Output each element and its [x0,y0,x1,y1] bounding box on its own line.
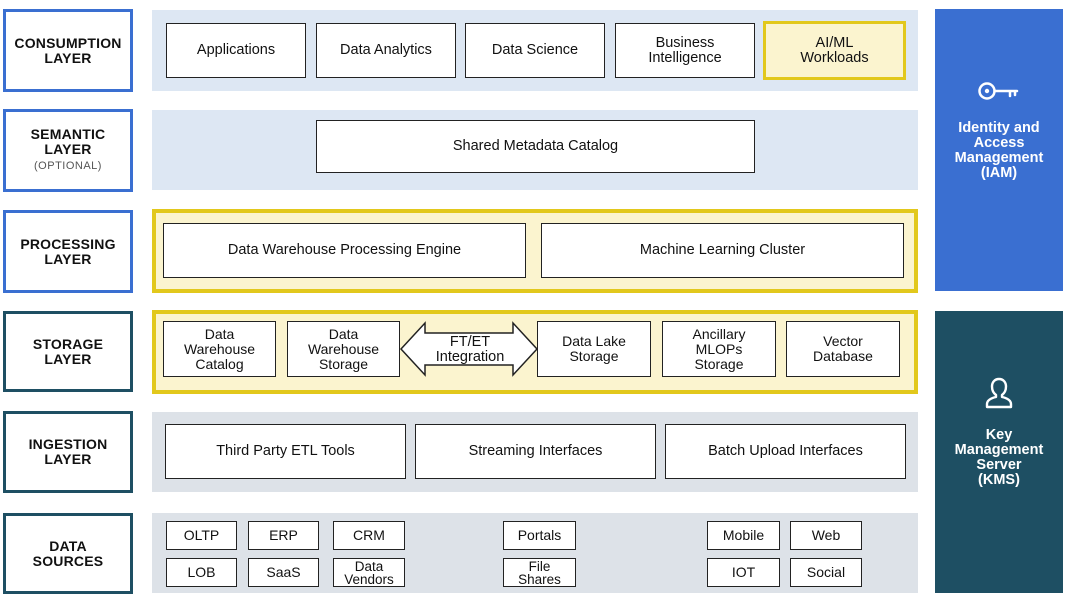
source-data-vendors: Data Vendors [333,558,405,587]
semantic-layer-text: SEMANTIC LAYER [30,126,106,157]
person-icon [985,377,1013,409]
data-lake-storage-box: Data Lake Storage [537,321,651,377]
shared-metadata-catalog-box: Shared Metadata Catalog [316,120,755,173]
source-mobile: Mobile [707,521,780,550]
source-web: Web [790,521,862,550]
source-saas: SaaS [248,558,319,587]
kms-panel: Key Management Server (KMS) [935,311,1063,593]
mlops-storage-box: Ancillary MLOPs Storage [662,321,776,377]
source-oltp: OLTP [166,521,237,550]
streaming-interfaces-box: Streaming Interfaces [415,424,656,479]
applications-box: Applications [166,23,306,78]
data-science-box: Data Science [465,23,605,78]
dw-catalog-box: Data Warehouse Catalog [163,321,276,377]
data-analytics-box: Data Analytics [316,23,456,78]
consumption-layer-text: CONSUMPTION LAYER [14,34,122,66]
data-sources-text: DATA SOURCES [32,537,104,569]
consumption-layer-label: CONSUMPTION LAYER [3,9,133,92]
storage-layer-label: STORAGE LAYER [3,311,133,392]
dw-storage-box: Data Warehouse Storage [287,321,400,377]
dw-processing-engine-box: Data Warehouse Processing Engine [163,223,526,278]
source-iot: IOT [707,558,780,587]
source-file-shares: File Shares [503,558,576,587]
ingestion-layer-text: INGESTION LAYER [28,436,108,467]
source-lob: LOB [166,558,237,587]
source-crm: CRM [333,521,405,550]
processing-layer-text: PROCESSING LAYER [20,235,116,267]
source-social: Social [790,558,862,587]
batch-upload-box: Batch Upload Interfaces [665,424,906,479]
ai-ml-workloads-box: AI/ML Workloads [763,21,906,80]
key-icon [978,82,1019,100]
business-intelligence-box: Business Intelligence [615,23,755,78]
third-party-etl-box: Third Party ETL Tools [165,424,406,479]
ml-cluster-box: Machine Learning Cluster [541,223,904,278]
data-sources-label: DATA SOURCES [3,513,133,594]
processing-layer-label: PROCESSING LAYER [3,210,133,293]
iam-title: Identity and Access Management (IAM) [954,120,1044,181]
source-erp: ERP [248,521,319,550]
source-portals: Portals [503,521,576,550]
vector-database-box: Vector Database [786,321,900,377]
storage-layer-text: STORAGE LAYER [32,335,104,367]
kms-title: Key Management Server (KMS) [954,427,1044,488]
iam-panel: Identity and Access Management (IAM) [935,9,1063,291]
ft-et-integration-label: FT/ET Integration [435,334,505,365]
ingestion-layer-label: INGESTION LAYER [3,411,133,493]
semantic-layer-label: SEMANTIC LAYER (OPTIONAL) [3,109,133,192]
semantic-layer-optional: (OPTIONAL) [34,160,102,172]
